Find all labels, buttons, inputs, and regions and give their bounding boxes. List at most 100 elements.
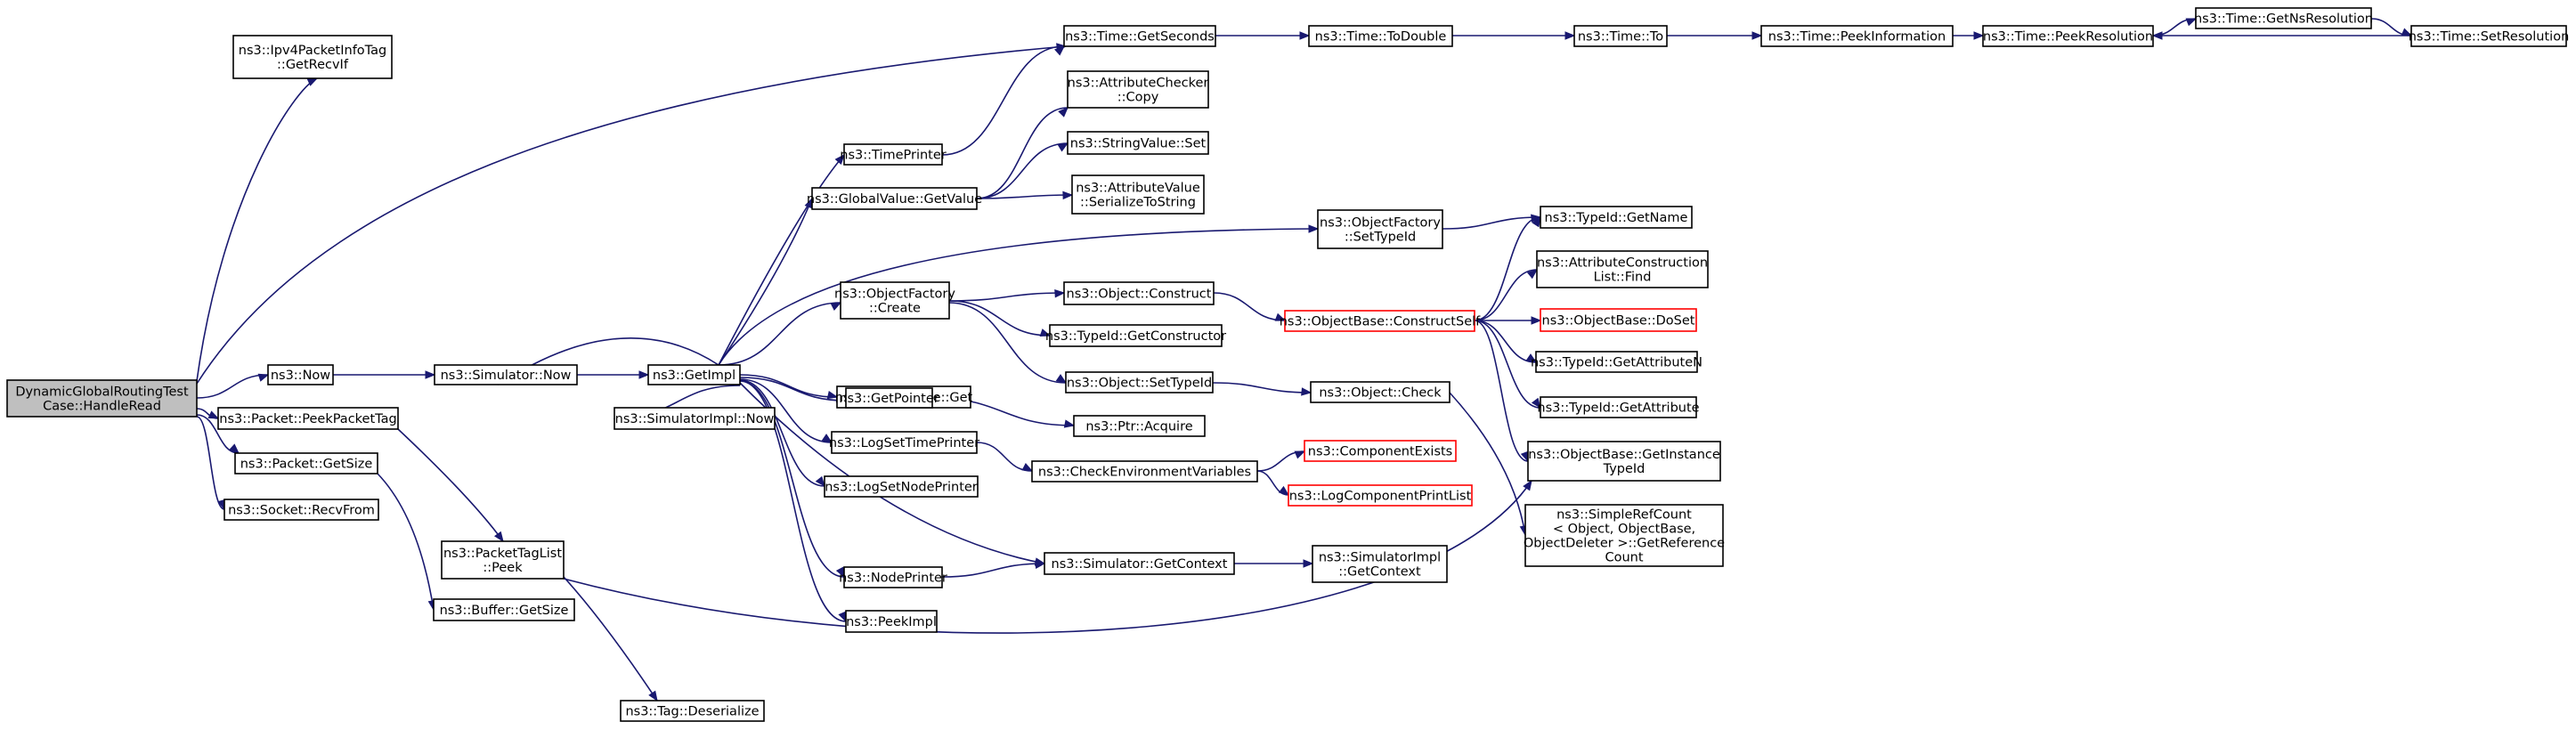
node-objectbase-doset[interactable]: ns3::ObjectBase::DoSet bbox=[1540, 308, 1697, 332]
arrowhead-icon bbox=[1751, 31, 1763, 40]
node-label-line: DynamicGlobalRoutingTest bbox=[15, 385, 189, 400]
arrowhead-icon bbox=[1532, 215, 1541, 228]
node-simimpl-now[interactable]: ns3::SimulatorImpl::Now bbox=[614, 407, 776, 430]
node-label-line: ns3::LogComponentPrintList bbox=[1289, 490, 1472, 504]
node-peek-impl[interactable]: ns3::PeekImpl bbox=[845, 610, 938, 633]
node-packet-tag-list-peek[interactable]: ns3::PacketTagList::Peek bbox=[441, 540, 565, 580]
arrowhead-icon bbox=[826, 391, 839, 400]
node-time-peekresolution[interactable]: ns3::Time::PeekResolution bbox=[1982, 25, 2154, 47]
node-label-line: ns3::AttributeValue bbox=[1076, 182, 1200, 196]
node-label-line: ns3::TimePrinter bbox=[840, 149, 947, 163]
node-now[interactable]: ns3::Now bbox=[267, 364, 334, 385]
node-label-line: ns3::LogSetNodePrinter bbox=[825, 481, 978, 495]
call-edge bbox=[976, 194, 1073, 199]
node-object-check[interactable]: ns3::Object::Check bbox=[1310, 381, 1451, 403]
node-box bbox=[1067, 70, 1209, 109]
arrowhead-icon bbox=[1055, 374, 1068, 384]
call-edge bbox=[196, 45, 1067, 385]
node-typeid-getattribute[interactable]: ns3::TypeId::GetAttribute bbox=[1537, 396, 1700, 418]
node-buffer-getsize[interactable]: ns3::Buffer::GetSize bbox=[433, 598, 575, 621]
node-objectfactory-settypeid[interactable]: ns3::ObjectFactory::SetTypeId bbox=[1317, 209, 1443, 249]
call-edge bbox=[718, 154, 845, 366]
node-box bbox=[843, 566, 943, 588]
node-label-line: ::GetRecvIf bbox=[277, 58, 349, 72]
node-socket-recvfrom[interactable]: ns3::Socket::RecvFrom bbox=[223, 499, 379, 521]
node-check-env-vars[interactable]: ns3::CheckEnvironmentVariables bbox=[1031, 460, 1258, 483]
node-object-settypeid[interactable]: ns3::Object::SetTypeId bbox=[1065, 371, 1214, 393]
node-packet-getsize[interactable]: ns3::Packet::GetSize bbox=[234, 452, 378, 474]
call-edge bbox=[196, 374, 269, 399]
node-box bbox=[223, 499, 379, 521]
node-simulator-getcontext[interactable]: ns3::Simulator::GetContext bbox=[1044, 552, 1235, 575]
node-simimpl-getcontext[interactable]: ns3::SimulatorImpl::GetContext bbox=[1312, 545, 1448, 583]
node-box bbox=[1071, 174, 1205, 215]
node-label-line: ns3::Now bbox=[271, 369, 330, 383]
node-peek-packet-tag[interactable]: ns3::Packet::PeekPacketTag bbox=[217, 407, 399, 430]
node-simulator-now[interactable]: ns3::Simulator::Now bbox=[434, 364, 578, 385]
node-get-impl[interactable]: ns3::GetImpl bbox=[647, 364, 741, 385]
node-attrvalue-serialize[interactable]: ns3::AttributeValue::SerializeToString bbox=[1071, 174, 1205, 215]
node-log-component-print-list[interactable]: ns3::LogComponentPrintList bbox=[1288, 484, 1473, 507]
call-edge bbox=[739, 380, 847, 622]
node-label-line: ns3::Packet::PeekPacketTag bbox=[219, 412, 396, 426]
node-label-line: ::Copy bbox=[1117, 91, 1159, 105]
node-time-peekinformation[interactable]: ns3::Time::PeekInformation bbox=[1760, 25, 1954, 47]
call-edge bbox=[1474, 320, 1529, 462]
node-node-printer[interactable]: ns3::NodePrinter bbox=[839, 566, 947, 588]
node-label-line: ::GetContext bbox=[1338, 565, 1421, 580]
node-typeid-getconstructor[interactable]: ns3::TypeId::GetConstructor bbox=[1045, 324, 1226, 347]
node-typeid-getattributen[interactable]: ns3::TypeId::GetAttributeN bbox=[1531, 351, 1702, 373]
node-ptr-acquire[interactable]: ns3::Ptr::Acquire bbox=[1073, 415, 1206, 437]
call-edge bbox=[718, 198, 813, 366]
node-label-line: ns3::GlobalValue::GetValue bbox=[807, 192, 982, 207]
arrowhead-icon bbox=[1278, 485, 1290, 496]
node-box bbox=[845, 610, 938, 633]
node-component-exists[interactable]: ns3::ComponentExists bbox=[1304, 440, 1457, 462]
node-simplerefcount-getrefcount[interactable]: ns3::SimpleRefCount< Object, ObjectBase,… bbox=[1524, 504, 1725, 567]
node-get-pointer[interactable]: ns3::GetPointer bbox=[839, 387, 939, 409]
call-edge bbox=[563, 480, 1532, 634]
node-box bbox=[1982, 25, 2154, 47]
node-label-line: ns3::ObjectBase::ConstructSelf bbox=[1280, 315, 1481, 329]
node-time-getnsresolution[interactable]: ns3::Time::GetNsResolution bbox=[2194, 7, 2373, 29]
node-label-line: Case::HandleRead bbox=[43, 400, 161, 414]
node-label-line: ns3::SimulatorImpl bbox=[1319, 551, 1441, 565]
node-time-setresolution[interactable]: ns3::Time::SetResolution bbox=[2409, 25, 2570, 47]
node-attrchecker-copy[interactable]: ns3::AttributeChecker::Copy bbox=[1067, 70, 1209, 109]
node-label-line: ns3::Tag::Deserialize bbox=[625, 705, 759, 719]
arrowhead-icon bbox=[1057, 142, 1069, 152]
arrowhead-icon bbox=[1058, 107, 1069, 118]
arrowhead-icon bbox=[1034, 560, 1046, 570]
node-time-printer[interactable]: ns3::TimePrinter bbox=[840, 143, 947, 166]
node-stringvalue-set[interactable]: ns3::StringValue::Set bbox=[1067, 131, 1209, 155]
node-label-line: ObjectDeleter >::GetReference bbox=[1524, 537, 1725, 551]
arrowhead-icon bbox=[638, 370, 650, 379]
call-edge bbox=[739, 374, 838, 398]
node-log-set-node-printer[interactable]: ns3::LogSetNodePrinter bbox=[824, 475, 979, 498]
node-typeid-getname[interactable]: ns3::TypeId::GetName bbox=[1540, 206, 1693, 229]
node-box bbox=[845, 387, 933, 409]
node-time-getseconds[interactable]: ns3::Time::GetSeconds bbox=[1063, 25, 1216, 47]
node-globalvalue-getvalue[interactable]: ns3::GlobalValue::GetValue bbox=[807, 187, 982, 210]
node-object-construct[interactable]: ns3::Object::Construct bbox=[1063, 281, 1215, 305]
call-edge bbox=[196, 77, 318, 382]
node-ipv4-recvif[interactable]: ns3::Ipv4PacketInfoTag::GetRecvIf bbox=[232, 35, 393, 79]
node-box bbox=[433, 598, 575, 621]
node-time-todouble[interactable]: ns3::Time::ToDouble bbox=[1308, 25, 1453, 47]
node-label-line: ns3::NodePrinter bbox=[839, 572, 947, 586]
node-box bbox=[1067, 131, 1209, 155]
node-objectfactory-create[interactable]: ns3::ObjectFactory::Create bbox=[834, 281, 955, 320]
node-box bbox=[1527, 441, 1721, 482]
node-time-to[interactable]: ns3::Time::To bbox=[1573, 25, 1668, 47]
node-log-set-time-printer[interactable]: ns3::LogSetTimePrinter bbox=[829, 431, 979, 454]
node-label-line: ns3::Time::SetResolution bbox=[2409, 30, 2570, 45]
call-edge bbox=[941, 45, 1065, 156]
node-box bbox=[2410, 25, 2567, 47]
node-label-line: ns3::Time::PeekResolution bbox=[1983, 30, 2153, 45]
node-tag-deserialize[interactable]: ns3::Tag::Deserialize bbox=[620, 700, 765, 722]
node-objectbase-constructself[interactable]: ns3::ObjectBase::ConstructSelf bbox=[1280, 310, 1481, 332]
node-box bbox=[1044, 552, 1235, 575]
